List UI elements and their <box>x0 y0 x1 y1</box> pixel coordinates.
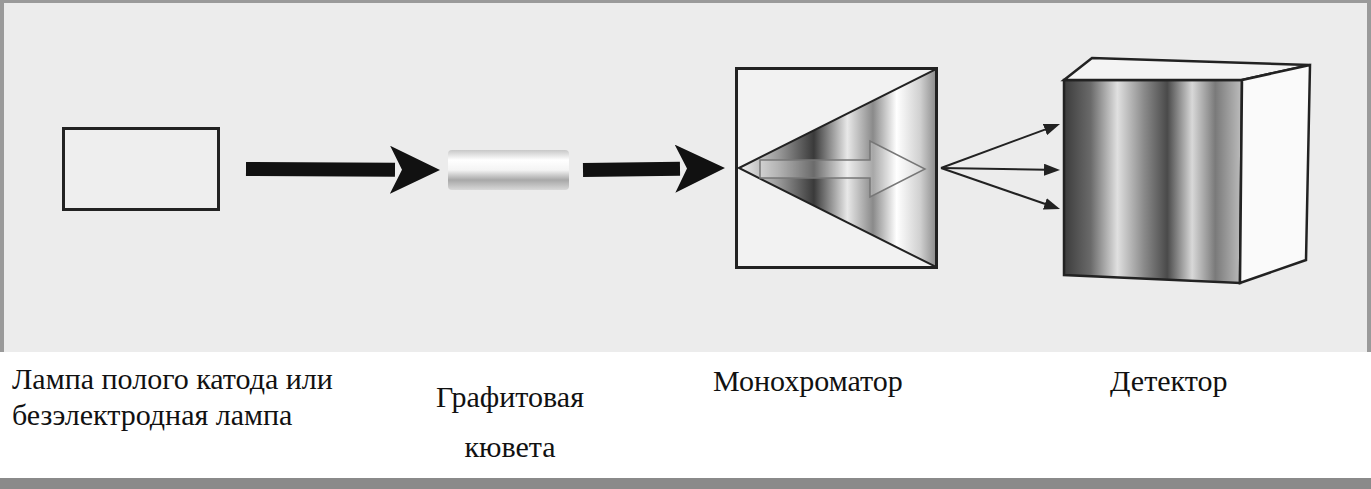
part-label: Лампа полого катода или безэлектродная л… <box>12 361 402 433</box>
light-ray-arrow <box>941 168 1046 170</box>
prism-triangle <box>739 69 936 267</box>
right-border <box>1367 0 1371 352</box>
grey-panel <box>0 0 1371 352</box>
graphite-cuvette: Графитовая кювета <box>448 150 569 190</box>
light-ray-arrow <box>941 168 1047 205</box>
cube-front <box>1064 80 1242 283</box>
beam-arrow <box>246 162 395 177</box>
caption-strip <box>0 352 1371 478</box>
graphite-cuvette-graphic <box>448 150 569 190</box>
detector-cube-graphic <box>1062 55 1314 285</box>
left-border <box>0 0 4 352</box>
part-label: Графитовая кювета <box>400 372 620 472</box>
monochromator-outline <box>737 69 937 268</box>
cuvette-tube <box>448 150 569 190</box>
monochromator-box-graphic <box>735 67 938 269</box>
part-label: Детектор <box>1110 363 1310 399</box>
bottom-bar <box>0 478 1371 489</box>
lamp-outline <box>64 129 219 210</box>
beam-arrow <box>583 169 680 170</box>
lamp-box-graphic <box>62 127 220 211</box>
lamp-box: Лампа полого катода или безэлектродная л… <box>62 127 220 211</box>
detector-cube: Детектор <box>1062 55 1314 285</box>
cube-side <box>1240 65 1310 283</box>
top-border <box>0 0 1371 3</box>
part-label: Монохроматор <box>713 363 973 399</box>
hollow-arrow <box>760 141 925 197</box>
light-ray-arrow <box>941 129 1047 168</box>
monochromator-box: Монохроматор <box>735 67 938 269</box>
